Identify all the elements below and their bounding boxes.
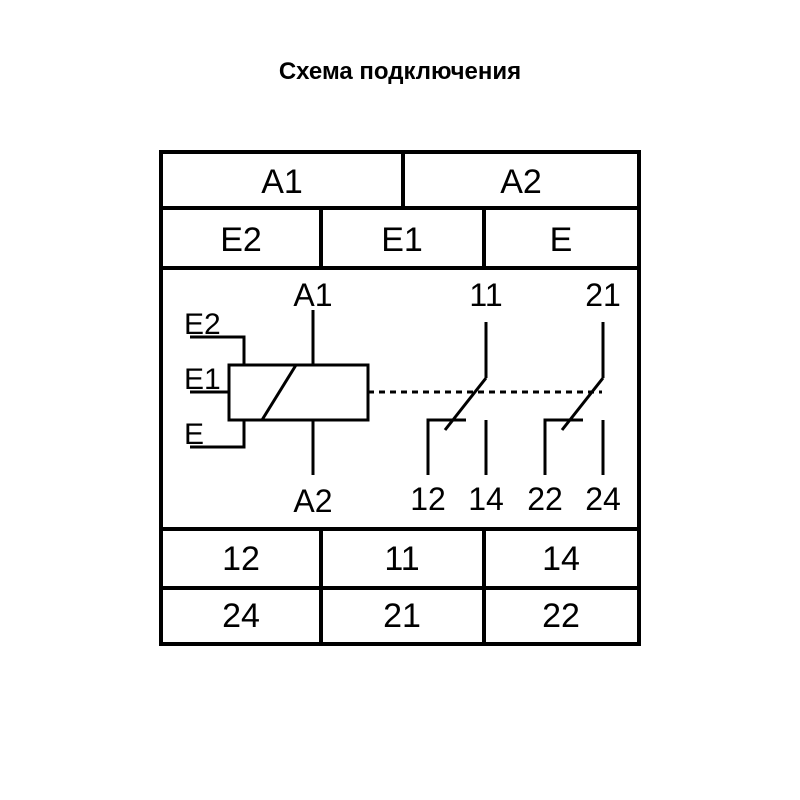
- terminal-21: 21: [383, 597, 421, 635]
- terminal-11: 11: [384, 540, 419, 578]
- input-label-e2: E2: [184, 308, 221, 341]
- terminal-a2: A2: [500, 163, 542, 201]
- relay-coil-symbol: [227, 363, 370, 422]
- terminal-e: E: [550, 221, 573, 259]
- input-label-e1: E1: [184, 363, 221, 396]
- contact-label-24: 24: [585, 481, 621, 517]
- contact-label-21: 21: [585, 277, 621, 313]
- terminal-24: 24: [222, 597, 260, 635]
- coil-label-a1: A1: [293, 277, 332, 313]
- terminal-12: 12: [222, 540, 260, 578]
- terminal-14: 14: [542, 540, 580, 578]
- input-label-e: E: [184, 418, 204, 451]
- terminal-a1: A1: [261, 163, 303, 201]
- terminal-e1: E1: [381, 221, 423, 259]
- terminal-e2: E2: [220, 221, 262, 259]
- diagram-frame: [159, 150, 641, 646]
- contact-label-11: 11: [469, 277, 502, 313]
- diagram-title: Схема подключения: [278, 58, 522, 85]
- relay-schematic: [190, 310, 605, 475]
- contact-label-14: 14: [468, 481, 504, 517]
- contact-label-22: 22: [527, 481, 563, 517]
- terminal-22: 22: [542, 597, 580, 635]
- coil-label-a2: A2: [293, 483, 332, 519]
- contact-label-12: 12: [410, 481, 446, 517]
